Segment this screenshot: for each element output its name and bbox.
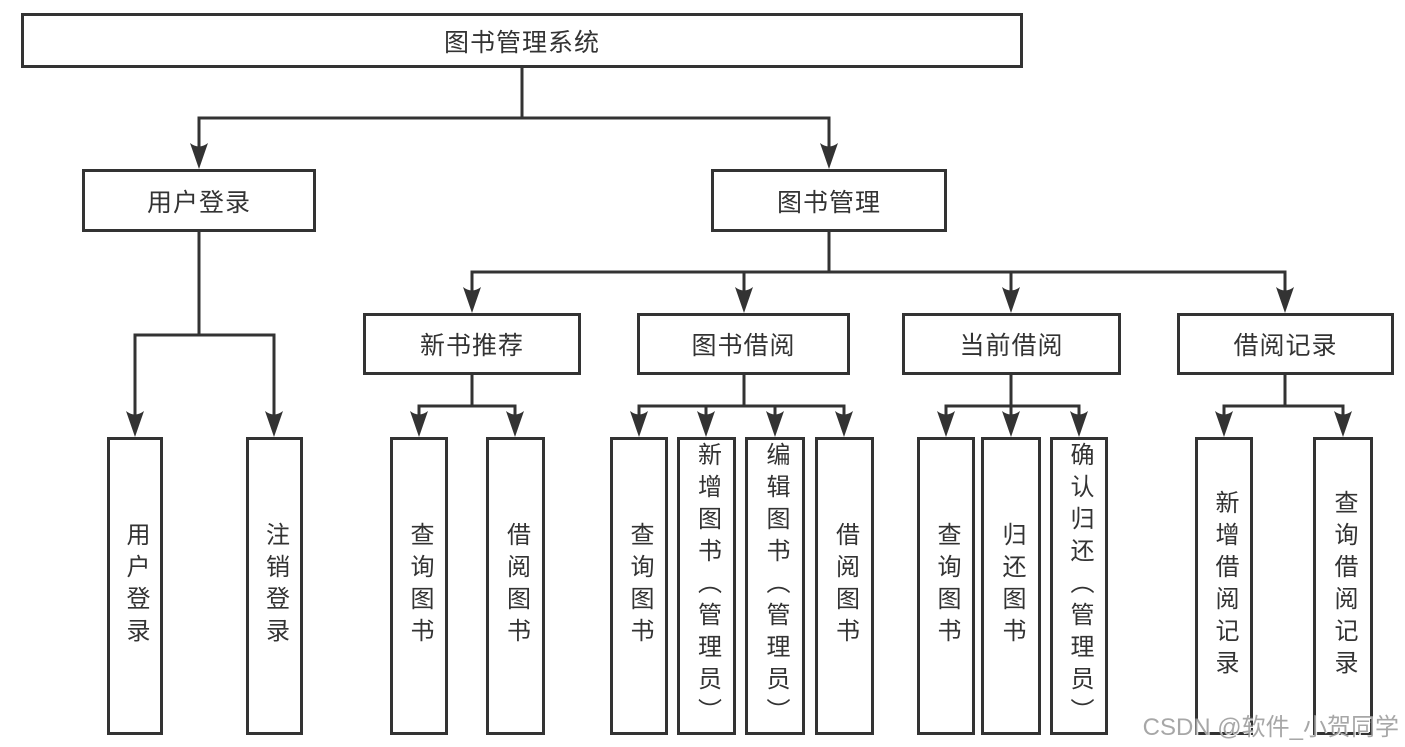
arrowhead [1002, 411, 1020, 437]
connector-book-management-children [463, 232, 1294, 313]
arrowhead [1276, 287, 1294, 313]
node-root: 图书管理系统 [21, 13, 1023, 68]
node-user-login: 用户登录 [82, 169, 316, 232]
node-book-borrow: 图书借阅 [637, 313, 850, 375]
arrowhead [766, 411, 784, 437]
arrowhead [630, 411, 648, 437]
arrowhead [265, 411, 283, 437]
arrowhead [506, 411, 524, 437]
watermark: CSDN @软件_小贺同学 [1142, 714, 1399, 741]
leaf-bb-borrow-books: 借阅图书 [815, 437, 874, 735]
leaf-cb-confirm-return-admin: 确认归还（管理员） [1050, 437, 1108, 735]
leaf-cb-return-books: 归还图书 [981, 437, 1041, 735]
leaf-logout: 注销登录 [246, 437, 303, 735]
arrowhead [820, 143, 838, 169]
leaf-cb-query-books: 查询图书 [917, 437, 975, 735]
node-new-book-recommend: 新书推荐 [363, 313, 581, 375]
node-current-borrow: 当前借阅 [902, 313, 1121, 375]
leaf-nb-borrow-books: 借阅图书 [486, 437, 545, 735]
arrowhead [463, 287, 481, 313]
arrowhead [697, 411, 715, 437]
leaf-nb-query-books: 查询图书 [390, 437, 448, 735]
arrowhead [1215, 411, 1233, 437]
leaf-bb-add-books-admin: 新增图书（管理员） [677, 437, 736, 735]
connector-new-book-recommend-children [410, 375, 524, 437]
arrowhead [1334, 411, 1352, 437]
arrowhead [1002, 287, 1020, 313]
leaf-br-add-record: 新增借阅记录 [1195, 437, 1253, 735]
arrowhead [126, 411, 144, 437]
connector-borrow-record-children [1215, 375, 1352, 437]
arrowhead [1070, 411, 1088, 437]
leaf-bb-edit-books-admin: 编辑图书（管理员） [745, 437, 805, 735]
arrowhead [937, 411, 955, 437]
connector-current-borrow-children [937, 375, 1088, 437]
arrowhead [735, 287, 753, 313]
leaf-user-login: 用户登录 [107, 437, 163, 735]
connector-user-login-children [126, 232, 283, 437]
leaf-bb-query-books: 查询图书 [610, 437, 668, 735]
node-borrow-record: 借阅记录 [1177, 313, 1394, 375]
arrowhead [410, 411, 428, 437]
connector-book-borrow-children [630, 375, 853, 437]
connector-root-to-level2 [190, 68, 838, 169]
leaf-br-query-record: 查询借阅记录 [1313, 437, 1373, 735]
arrowhead [190, 143, 208, 169]
arrowhead [835, 411, 853, 437]
node-book-management: 图书管理 [711, 169, 947, 232]
